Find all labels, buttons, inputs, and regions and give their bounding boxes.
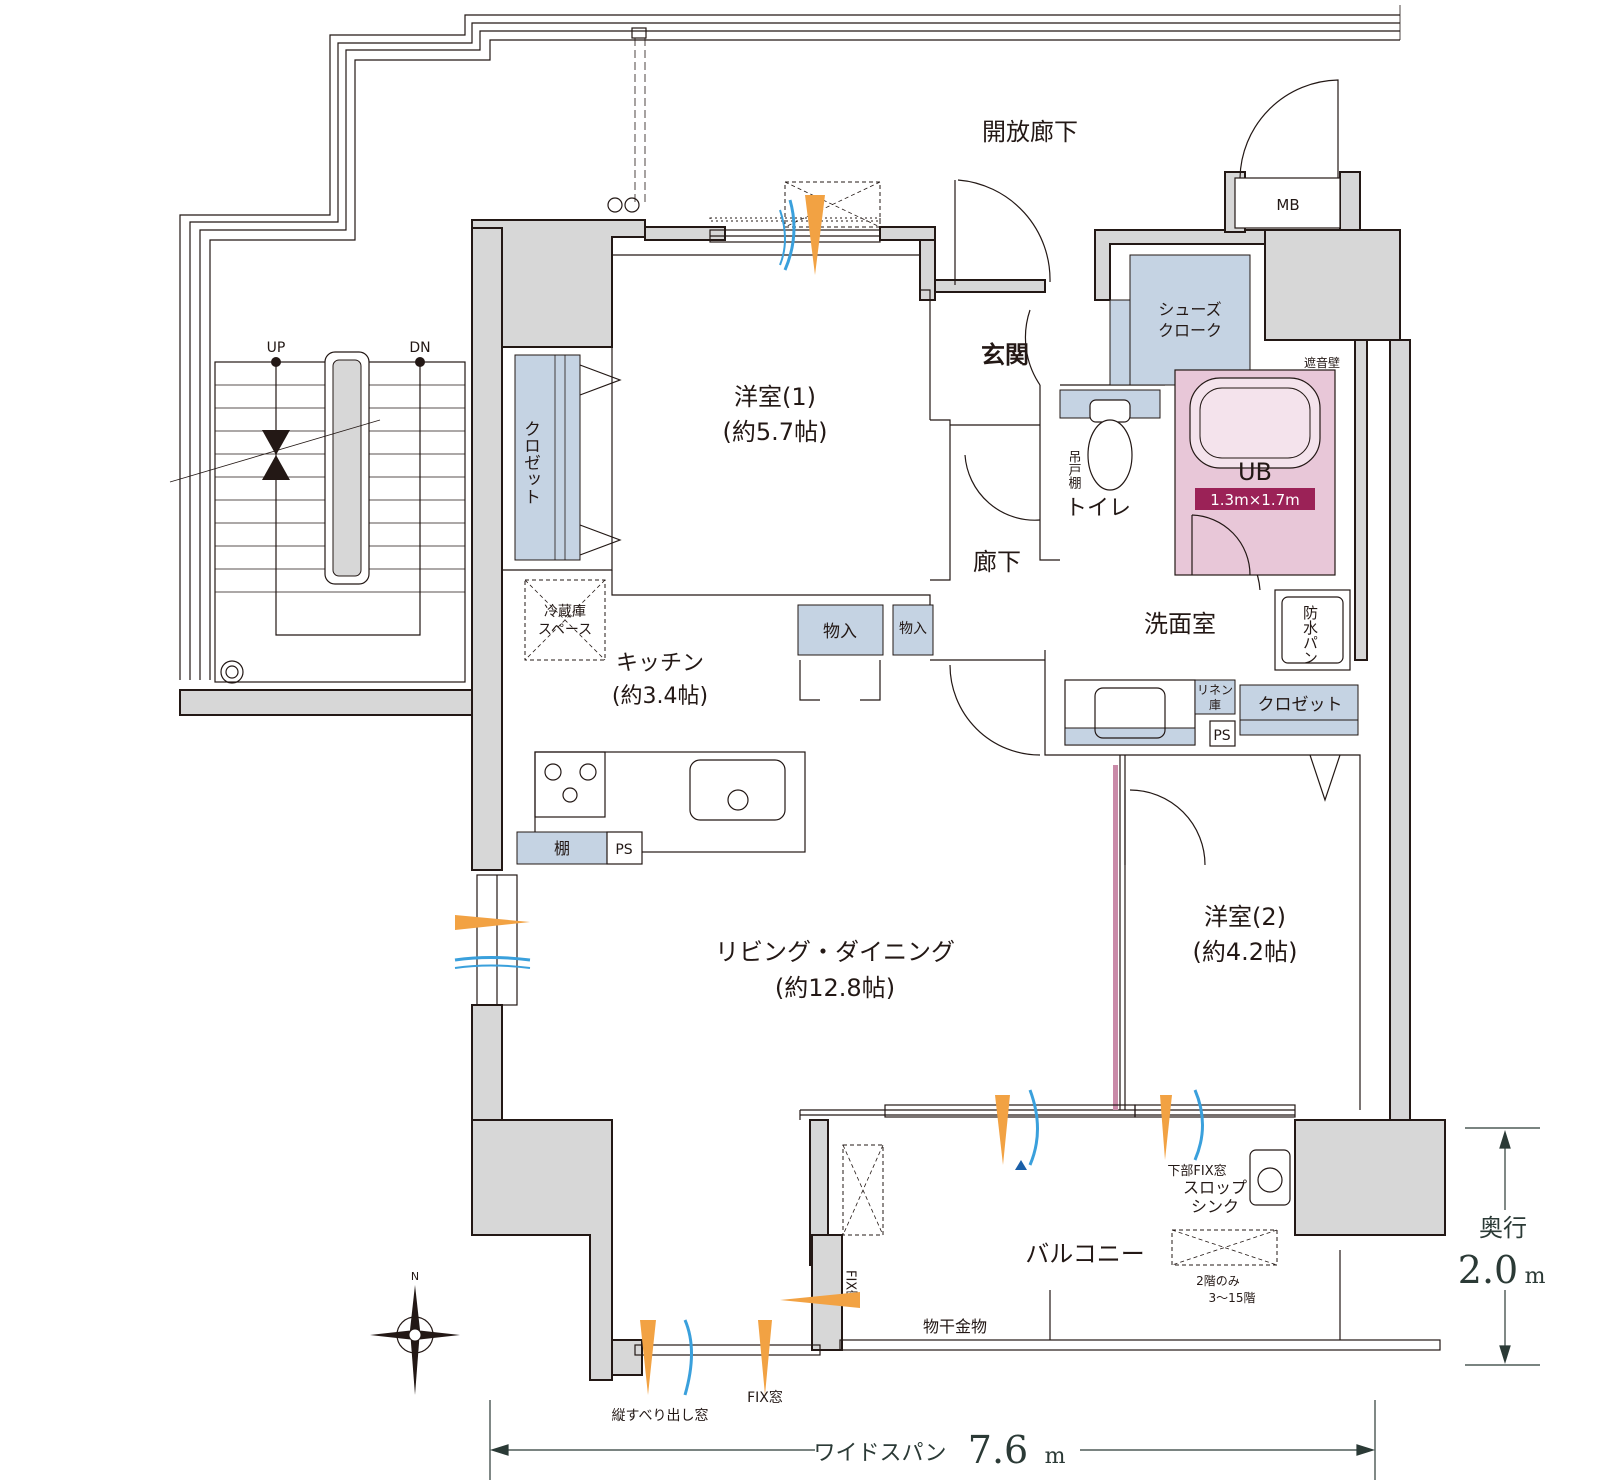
ub-size-badge [1195,488,1315,510]
fridge-label-2: スペース [538,622,592,638]
interior-walls [501,254,1361,1120]
shoe-cloak [1109,254,1251,386]
open-corridor-outline [179,5,1401,680]
slop-sink-label-2: シンク [1191,1197,1239,1216]
entrance-label: 玄関 [981,341,1029,369]
unit-bath [1174,369,1336,576]
shoe-cloak-label-2: クローク [1158,321,1222,340]
western-room-1-label: 洋室(1) [734,383,816,411]
western-room-2-size: (約4.2帖) [1193,938,1298,966]
depth-unit: m [1525,1264,1546,1289]
balcony-label: バルコニー [1025,1240,1145,1268]
compass-north-label: N [411,1270,419,1283]
fridge-label-1: 冷蔵庫 [544,603,586,620]
drying-rack-label: 物干金物 [923,1317,987,1336]
fridge-space [524,579,606,661]
closet-horizontal-label: クロゼット [1258,695,1343,715]
airflow-arrows [454,195,1204,1396]
exterior-walls [179,171,1446,1381]
floor-note-2: 3～15階 [1209,1290,1256,1305]
depth-dimension [1465,1127,1540,1366]
vertical-slide-window-label: 縦すべり出し窓 [611,1407,708,1424]
dotted-rail [709,217,881,222]
linen-label-1: リネン [1197,683,1233,697]
corridor-post [607,27,647,213]
western-room-2-label: 洋室(2) [1204,903,1286,931]
span-label: ワイドスパン [813,1441,946,1466]
storage-2-label: 物入 [899,621,927,637]
shelf-label: 棚 [554,839,570,858]
waterproof-pan-label: 防水パン [1301,605,1319,665]
closet-room-1 [514,354,622,561]
mb-box [1234,79,1341,229]
mb-label: MB [1276,196,1299,214]
movable-partition [1113,765,1118,1110]
slop-sink-label-1: スロップ [1183,1178,1247,1197]
depth-label: 奥行 [1479,1214,1527,1242]
closet-washroom [1239,684,1359,802]
stairs [169,351,466,684]
stair-down-label: DN [409,340,430,356]
vanity [1064,679,1196,746]
ps-1-label: PS [1213,728,1230,744]
storage-units [797,604,934,701]
storage-1-label: 物入 [823,622,857,642]
stair-up-label: UP [267,340,286,356]
toilet-label: トイレ [1065,496,1131,521]
hallway-label: 廊下 [973,548,1021,576]
hanging-shelf-label: 吊戸棚 [1066,450,1082,489]
kitchen-size: (約3.4帖) [612,684,708,709]
lower-fix-window-label: 下部FIX窓 [1167,1163,1226,1179]
closet-vertical-label: クロゼット [520,420,540,505]
linen-and-ps [1194,679,1236,747]
open-corridor-label: 開放廊下 [982,118,1078,146]
compass-icon [370,1285,460,1395]
floor-note-1: 2階のみ [1196,1273,1240,1288]
window-frames [476,229,1441,1356]
linen-label-2: 庫 [1209,698,1221,712]
kitchen-label: キッチン [616,651,704,676]
ps-2-label: PS [615,842,632,858]
depth-value: 2.0 [1458,1248,1518,1292]
sound-wall-label: 遮音壁 [1304,355,1340,370]
shoe-cloak-label-1: シューズ [1158,300,1221,319]
fix-window-label: FIX窓 [747,1389,783,1406]
ub-size-label: 1.3m×1.7m [1210,491,1300,509]
shelf [516,831,608,865]
span-value: 7.6 [968,1428,1028,1472]
toilet-fixture [1059,389,1161,491]
ub-label: UB [1238,458,1272,486]
western-room-1-size: (約5.7帖) [723,418,828,446]
ps-2-box [606,831,643,865]
balcony-fixtures [842,1144,1341,1340]
span-dimension [489,1400,1376,1480]
waterproof-pan [1274,589,1351,671]
living-dining-label: リビング・ダイニング [715,938,955,966]
living-dining-size: (約12.8帖) [775,974,895,1002]
washroom-label: 洗面室 [1144,610,1216,638]
span-unit: m [1045,1444,1066,1469]
